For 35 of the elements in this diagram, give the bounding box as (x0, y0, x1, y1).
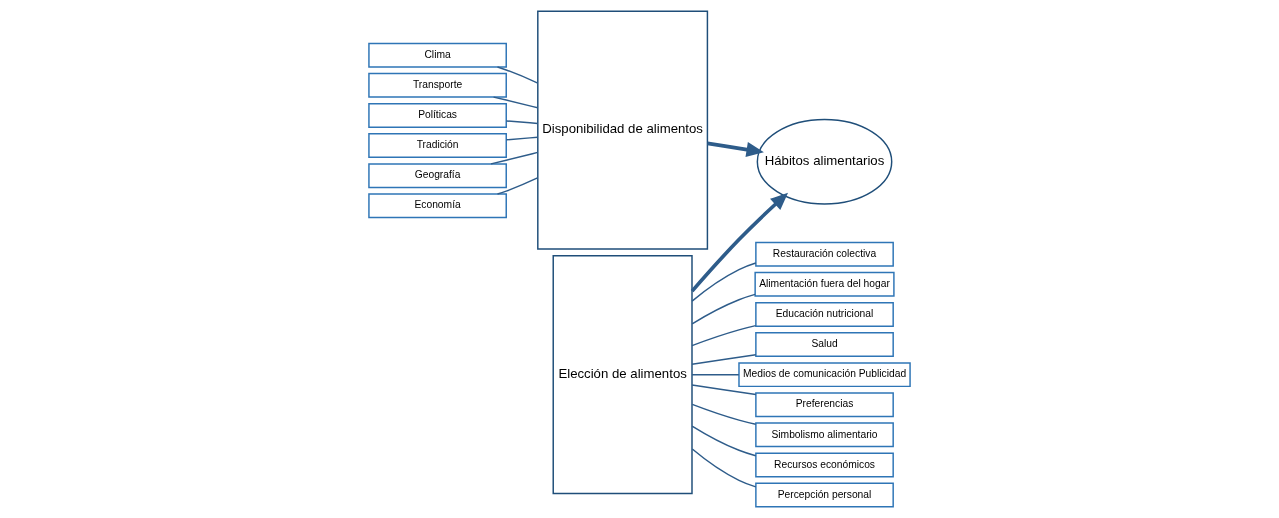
connector (490, 151, 539, 165)
connector (691, 293, 756, 325)
node-ellipse: Hábitos alimentarios (756, 118, 893, 205)
arrow (690, 192, 789, 293)
connector (691, 373, 740, 376)
arrow (707, 141, 764, 158)
connector (691, 324, 757, 347)
node-box: Políticas (368, 102, 507, 128)
connector (691, 384, 757, 396)
node-box: Economía (368, 193, 507, 219)
node-box: Alimentación fuera del hogar (754, 271, 895, 297)
node-box: Simbolismo alimentario (755, 422, 894, 448)
connector (496, 66, 539, 84)
connector (691, 262, 757, 302)
node-box: Preferencias (755, 392, 894, 418)
connector (505, 120, 539, 125)
node-box: Medios de comunicación Publicidad (738, 362, 911, 388)
connector (691, 448, 757, 488)
node-box: Clima (368, 42, 507, 68)
node-box: Restauración colectiva (755, 241, 894, 267)
connector (691, 403, 757, 426)
node-box: Transporte (368, 72, 507, 98)
node-box: Educación nutricional (755, 301, 894, 327)
connector (492, 96, 539, 109)
node-box: Percepción personal (755, 482, 894, 508)
connector (505, 136, 539, 141)
connector (691, 354, 757, 366)
node-box: Geografía (368, 163, 507, 189)
node-box: Recursos económicos (755, 452, 894, 478)
connector (691, 425, 757, 457)
connector (496, 177, 539, 195)
node-box: Tradición (368, 133, 507, 159)
node-box: Disponibilidad de alimentos (537, 10, 709, 250)
node-box: Elección de alimentos (552, 254, 693, 495)
node-box: Salud (755, 332, 894, 358)
